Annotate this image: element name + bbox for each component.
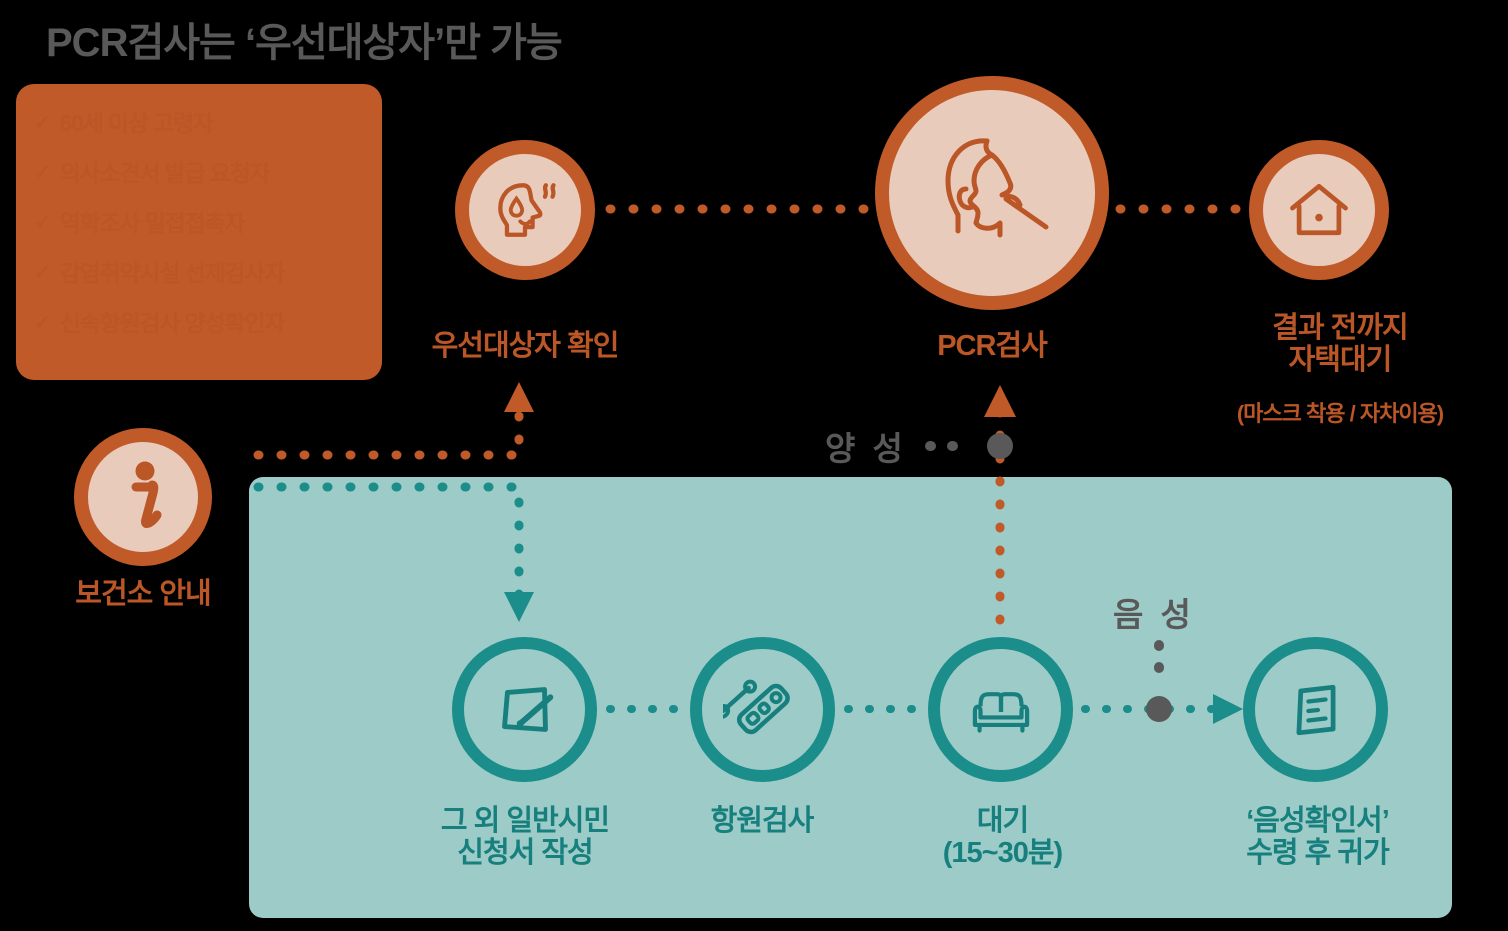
notice-item-label: 60세 이상 고령자: [59, 109, 215, 136]
node-pcr-test[interactable]: [875, 76, 1109, 310]
priority-target-notice-panel: ✓ 60세 이상 고령자 ✓ 의사소견서 발급 요청자 ✓ 역학조사 밀접접촉자…: [16, 84, 382, 380]
node-waiting[interactable]: [928, 637, 1073, 782]
sofa-icon: [972, 691, 1029, 733]
label-waiting: 대기 (15~30분): [942, 805, 1063, 870]
feverish-head-icon: [498, 183, 556, 237]
label-public-health-center: 보건소 안내: [75, 578, 211, 610]
node-antigen-test[interactable]: [690, 637, 835, 782]
check-icon: ✓: [34, 162, 51, 184]
notice-item-label: 의사소견서 발급 요청자: [59, 159, 271, 186]
node-public-health-center[interactable]: [74, 428, 212, 566]
nasal-swab-head-icon: [945, 138, 1049, 238]
label-negative-result: 음 성: [1113, 596, 1195, 633]
label-antigen-test: 항원검사: [710, 805, 815, 837]
notice-item: ✓ 의사소견서 발급 요청자: [34, 148, 364, 198]
notice-item-label: 신속항원검사 양성확인자: [59, 309, 286, 336]
node-home-quarantine[interactable]: [1249, 140, 1389, 280]
label-positive-result: 양 성: [825, 430, 907, 467]
notice-item: ✓ 역학조사 밀접접촉자: [34, 198, 364, 248]
certificate-icon: [1296, 684, 1335, 735]
connector-info-to-symptom: [253, 399, 524, 460]
test-kit-icon: [722, 679, 790, 734]
label-pcr-test: PCR검사: [937, 330, 1048, 362]
notice-item: ✓ 감염취약시설 선제검사자: [34, 248, 364, 298]
check-icon: ✓: [34, 262, 51, 284]
node-application-form[interactable]: [452, 637, 597, 782]
check-icon: ✓: [34, 312, 51, 334]
notice-item: ✓ 신속항원검사 양성확인자: [34, 298, 364, 348]
arrowhead-up-pcr: [984, 385, 1016, 417]
node-negative-certificate[interactable]: [1243, 637, 1388, 782]
notice-item-label: 역학조사 밀접접촉자: [59, 209, 246, 236]
check-icon: ✓: [34, 212, 51, 234]
page-title: PCR검사는 ‘우선대상자’만 가능: [46, 21, 563, 65]
info-icon: [131, 461, 162, 528]
label-home-quarantine-note: (마스크 착용 / 자차이용): [1236, 401, 1444, 426]
node-priority-check[interactable]: [455, 140, 595, 280]
junction-dot-positive: [987, 433, 1013, 459]
house-icon: [1290, 183, 1348, 236]
label-priority-check: 우선대상자 확인: [431, 330, 620, 362]
label-negative-certificate: ‘음성확인서’ 수령 후 귀가: [1246, 805, 1390, 870]
arrowhead-up-symptom: [504, 382, 534, 412]
notice-item: ✓ 60세 이상 고령자: [34, 98, 364, 148]
label-home-quarantine: 결과 전까지 자택대기: [1272, 312, 1408, 377]
application-form-icon: [501, 686, 553, 732]
notice-item-label: 감염취약시설 선제검사자: [59, 259, 286, 286]
check-icon: ✓: [34, 112, 51, 134]
label-application-form: 그 외 일반시민 신청서 작성: [440, 805, 610, 870]
